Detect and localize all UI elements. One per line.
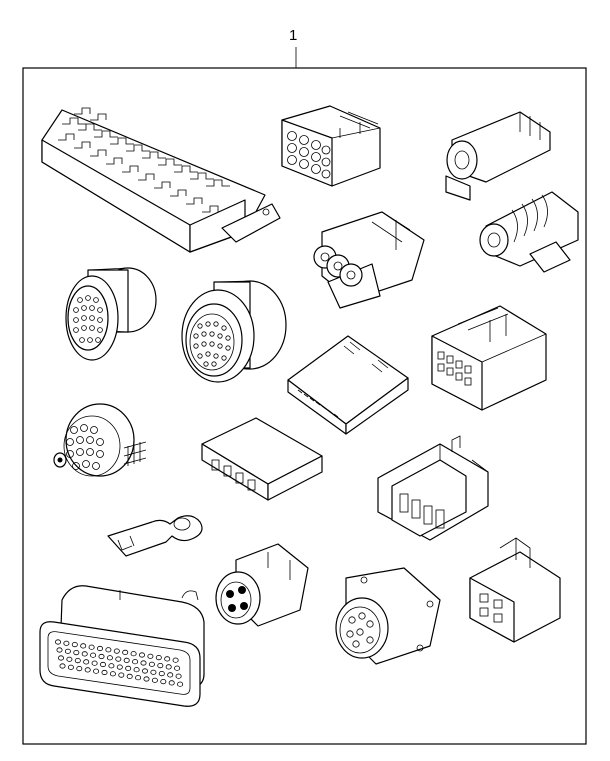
- part-round-bulkhead-connector: [65, 267, 157, 361]
- part-flat-socket-housing: [201, 417, 323, 501]
- part-single-way-connector-a: [445, 111, 551, 201]
- part-latched-small-connector: [469, 537, 561, 643]
- part-single-way-connector-b: [479, 191, 579, 273]
- part-round-plug-small: [215, 543, 309, 627]
- kit-frame: [22, 67, 587, 745]
- part-round-wired-connector: [53, 403, 147, 477]
- part-flat-terminal-housing: [287, 335, 409, 435]
- part-fuse-relay-block: [41, 107, 281, 253]
- part-stacked-dual-connector: [377, 435, 489, 541]
- part-flange-mount-receptacle: [335, 567, 441, 665]
- part-ring-terminal: [107, 515, 203, 557]
- part-round-panel-connector: [181, 280, 287, 383]
- callout-number: 1: [289, 27, 298, 44]
- part-rectangular-16-way-connector: [431, 305, 547, 411]
- part-multi-pin-plug-12: [281, 105, 381, 187]
- part-triple-way-connector: [313, 211, 425, 309]
- part-large-multi-pin-connector: [39, 585, 205, 707]
